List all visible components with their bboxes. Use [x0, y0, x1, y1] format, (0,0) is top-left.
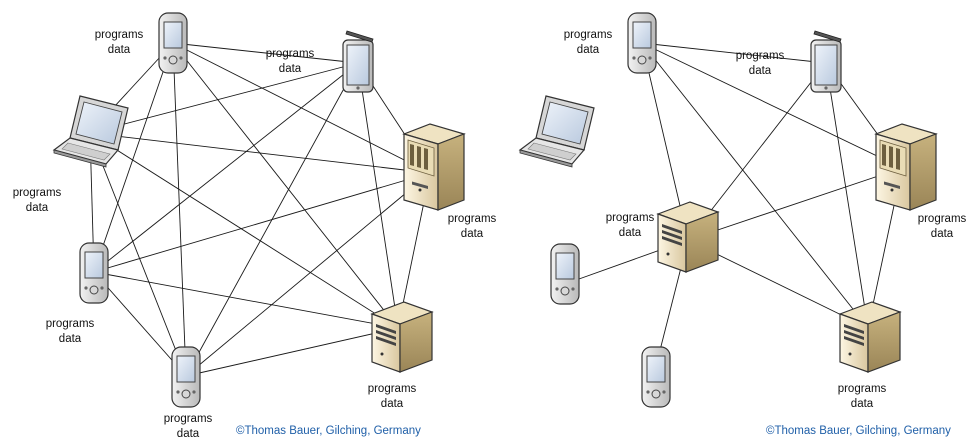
label-line1: programs	[46, 318, 95, 330]
label-line2: data	[26, 202, 49, 214]
left-mesh-network: programs data programs data programs data p…	[13, 12, 497, 440]
label-line1: programs	[564, 29, 613, 41]
label-line2: data	[381, 398, 404, 410]
pda-bottom-icon	[641, 346, 671, 408]
label-line1: programs	[448, 213, 497, 225]
label-line2: data	[749, 65, 772, 77]
label-line1: programs	[13, 187, 62, 199]
label-line1: programs	[368, 383, 417, 395]
pda-bottom-icon	[171, 346, 201, 408]
label-line2: data	[851, 398, 874, 410]
central-server-icon	[657, 201, 719, 273]
label-line2: data	[279, 63, 302, 75]
label-line1: programs	[838, 383, 887, 395]
small-server-icon	[371, 301, 433, 373]
label-line2: data	[461, 228, 484, 240]
tablet-icon	[342, 30, 374, 93]
label-line2: data	[931, 228, 954, 240]
right-labels: programs data programs data programs data p…	[564, 29, 967, 410]
laptop-icon	[53, 95, 129, 168]
label-line1: programs	[736, 50, 785, 62]
label-line1: programs	[266, 48, 315, 60]
pda-top-icon	[627, 12, 657, 74]
label-line2: data	[577, 44, 600, 56]
label-line1: programs	[164, 413, 213, 425]
right-copyright: ©Thomas Bauer, Gilching, Germany	[766, 425, 951, 437]
label-line1: programs	[918, 213, 967, 225]
label-line1: programs	[606, 212, 655, 224]
pda-mid-icon	[79, 242, 109, 304]
pda-top-icon	[158, 12, 188, 74]
label-line1: programs	[95, 29, 144, 41]
left-copyright: ©Thomas Bauer, Gilching, Germany	[236, 425, 421, 437]
right-partial-network: programs data programs data programs data p…	[519, 12, 967, 437]
label-line2: data	[177, 428, 200, 440]
tower-server-icon	[875, 123, 937, 211]
left-labels: programs data programs data programs data p…	[13, 29, 497, 440]
pda-mid-icon	[550, 243, 580, 305]
label-line2: data	[619, 227, 642, 239]
small-server-icon	[839, 301, 901, 373]
tower-server-icon	[403, 123, 465, 211]
label-line2: data	[108, 44, 131, 56]
left-edges	[89, 42, 431, 377]
tablet-icon	[810, 30, 842, 93]
label-line2: data	[59, 333, 82, 345]
laptop-icon	[519, 95, 595, 168]
